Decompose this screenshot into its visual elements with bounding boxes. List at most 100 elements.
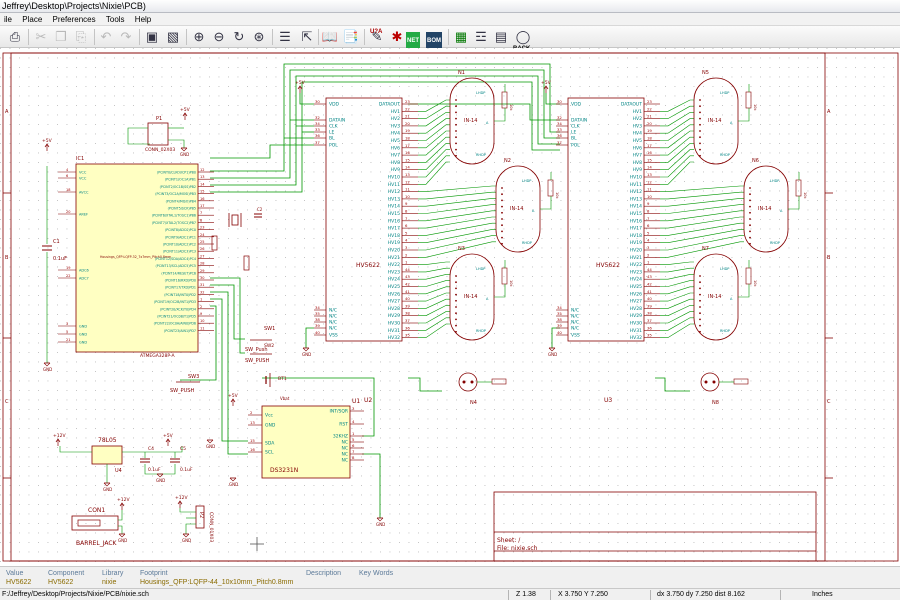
redo-icon[interactable]: ↷ bbox=[120, 29, 132, 44]
ic1-pin-number: 9 bbox=[200, 312, 202, 316]
tube-ref: N5 bbox=[702, 70, 709, 76]
menu-place[interactable]: Place bbox=[22, 15, 43, 24]
annotate-icon[interactable]: U?A✎ bbox=[368, 28, 386, 46]
neon-n8-ref: N8 bbox=[712, 400, 719, 406]
hv-wire bbox=[418, 280, 450, 287]
neon-n8[interactable]: N8 bbox=[700, 372, 749, 406]
find-icon[interactable]: ▣ bbox=[145, 29, 159, 44]
status-separator bbox=[780, 590, 781, 600]
u3-pin-number: 33 bbox=[557, 127, 562, 132]
connector-p2[interactable]: P2 CONN_01X03 bbox=[179, 505, 214, 542]
ic1-pin-name: AVCC bbox=[79, 191, 89, 195]
u3-pin-number: 42 bbox=[647, 282, 652, 287]
ic1-atmega328p[interactable]: IC1 ATMEGA328P-A Housings_QFP:LQFP-32_7x… bbox=[58, 156, 214, 359]
hv-wire bbox=[418, 235, 496, 251]
tube-type: IN-14 bbox=[464, 294, 477, 300]
library-browser-icon[interactable]: 📑 bbox=[342, 29, 360, 44]
import-footprint-icon[interactable]: ☲ bbox=[475, 29, 487, 44]
bom-icon[interactable]: BOM bbox=[426, 28, 444, 50]
library-editor-icon[interactable]: 📖 bbox=[321, 29, 339, 44]
hierarchy-icon[interactable]: ☰ bbox=[279, 29, 291, 44]
u2-hv5622[interactable]: 30VDD32DATAIN34CLK33LE36BL37POL34N/C35N/… bbox=[314, 97, 418, 342]
zoom-in-icon[interactable]: ⊕ bbox=[193, 29, 205, 44]
u2-pin-number: 23 bbox=[405, 99, 410, 104]
switch-sw3[interactable]: SW3 SW_PUSH bbox=[170, 374, 200, 394]
zoom-fit-icon[interactable]: ⊛ bbox=[253, 29, 265, 44]
u2-pin-name: HV7 bbox=[391, 153, 400, 159]
copy-icon[interactable]: ❐ bbox=[55, 29, 67, 44]
u2-pin-number: 4 bbox=[405, 238, 408, 243]
switch-sw1[interactable]: SW1 SW_Push bbox=[245, 326, 275, 353]
tube-pin-dot bbox=[501, 211, 503, 214]
cvpcb-icon[interactable]: ▦ bbox=[454, 29, 468, 44]
capacitor-c2[interactable]: C2 bbox=[254, 207, 263, 218]
u2-pin-name: N/C bbox=[329, 320, 337, 326]
u2-pin-number: 36 bbox=[405, 325, 410, 330]
hv-wire bbox=[418, 305, 450, 317]
gnd-symbol-arrow bbox=[103, 482, 111, 487]
menu-help[interactable]: Help bbox=[134, 15, 152, 24]
u1-ds3231[interactable]: U1 DS3231N 2Vcc13GND15SDA16SCL3INT/SQR4R… bbox=[248, 398, 364, 479]
gnd-label: GND bbox=[548, 352, 557, 357]
capacitor-c4[interactable]: C4 0.1uF bbox=[140, 446, 161, 473]
u2-pin-number: 34 bbox=[315, 121, 320, 126]
u2-pin-number: 40 bbox=[315, 330, 320, 335]
paste-icon[interactable]: ⎘ bbox=[75, 29, 87, 44]
tube-pin-bottom: RHDP bbox=[522, 241, 532, 245]
pcbnew-icon[interactable]: ▤ bbox=[494, 29, 508, 44]
neon-n4[interactable]: N4 bbox=[458, 372, 507, 406]
ic1-pin-name: ADC7 bbox=[79, 277, 89, 281]
battery-bt1[interactable]: BT1 Vbat bbox=[265, 373, 290, 401]
u3-pin-number: 20 bbox=[647, 121, 652, 126]
crystal-x1[interactable] bbox=[228, 213, 242, 227]
status-separator bbox=[650, 590, 651, 600]
u2-pin-name: HV30 bbox=[388, 321, 400, 327]
tube-pin-dot bbox=[455, 324, 457, 327]
cursor-crosshair bbox=[250, 537, 264, 551]
leave-sheet-icon[interactable]: ⇱ bbox=[301, 29, 313, 44]
capacitor-c5[interactable]: C5 0.1uF bbox=[170, 446, 193, 473]
u2-pin-name: HV9 bbox=[391, 167, 400, 173]
u3-pin-name: DATAOUT bbox=[621, 102, 642, 108]
find-replace-icon[interactable]: ▧ bbox=[166, 29, 180, 44]
connector-p1[interactable]: P1 CONN_02X03 bbox=[127, 116, 185, 153]
hv-wire bbox=[418, 130, 450, 149]
u3-pin-number: 38 bbox=[557, 317, 562, 322]
undo-icon[interactable]: ↶ bbox=[100, 29, 112, 44]
regulator-u4[interactable]: 78L05 U4 bbox=[59, 437, 183, 483]
tube-pin-dot bbox=[749, 187, 751, 189]
tube-pin-dot bbox=[699, 123, 701, 126]
menu-tools[interactable]: Tools bbox=[105, 15, 125, 24]
u2-pin-name: HV23 bbox=[388, 269, 400, 275]
redraw-icon[interactable]: ↻ bbox=[233, 29, 245, 44]
reset-resistor[interactable] bbox=[211, 235, 250, 271]
u3-pin-number: 37 bbox=[557, 140, 562, 145]
tube-ref: N6 bbox=[752, 158, 759, 164]
capacitor-c1[interactable]: C1 0.1uF bbox=[42, 166, 67, 363]
menu-file[interactable]: ile bbox=[4, 15, 13, 24]
menu-preferences[interactable]: Preferences bbox=[52, 15, 96, 24]
gnd-label: GND bbox=[103, 487, 112, 492]
hv-wire bbox=[418, 124, 450, 141]
switch-sw2[interactable]: SW2 SW_PUSH bbox=[245, 343, 274, 364]
hv-wire bbox=[660, 305, 694, 317]
schematic-canvas[interactable]: A B C A B C Sheet: / File: nixie.sch bbox=[0, 48, 900, 566]
cut-icon[interactable]: ✂ bbox=[35, 29, 47, 44]
sw2-value: SW_PUSH bbox=[245, 358, 269, 364]
back-annotate-icon[interactable]: ◯BACK bbox=[512, 28, 534, 52]
u3-pin-number: 18 bbox=[647, 136, 652, 141]
u3-pin-number: 19 bbox=[647, 128, 652, 133]
zoom-out-icon[interactable]: ⊖ bbox=[213, 29, 225, 44]
library-text: nixie bbox=[102, 579, 117, 586]
u3-hv5622[interactable]: 30VDD32DATAIN34CLK33LE36BL37POL34N/C35N/… bbox=[556, 97, 660, 342]
tube-pin-dot bbox=[455, 281, 457, 284]
u2-pin-name: BL bbox=[329, 136, 335, 142]
print-icon[interactable]: ⎙ bbox=[9, 29, 21, 44]
barrel-jack-con1[interactable]: CON1 BARREL_JACK bbox=[71, 507, 123, 547]
hv-wire bbox=[660, 198, 744, 207]
tube-pin-dot bbox=[699, 306, 701, 308]
ic1-pin-name: ADC6 bbox=[79, 269, 89, 273]
netlist-icon[interactable]: NET bbox=[406, 28, 424, 50]
hv-wire bbox=[660, 99, 694, 112]
erc-icon[interactable]: ✱ bbox=[391, 29, 403, 44]
